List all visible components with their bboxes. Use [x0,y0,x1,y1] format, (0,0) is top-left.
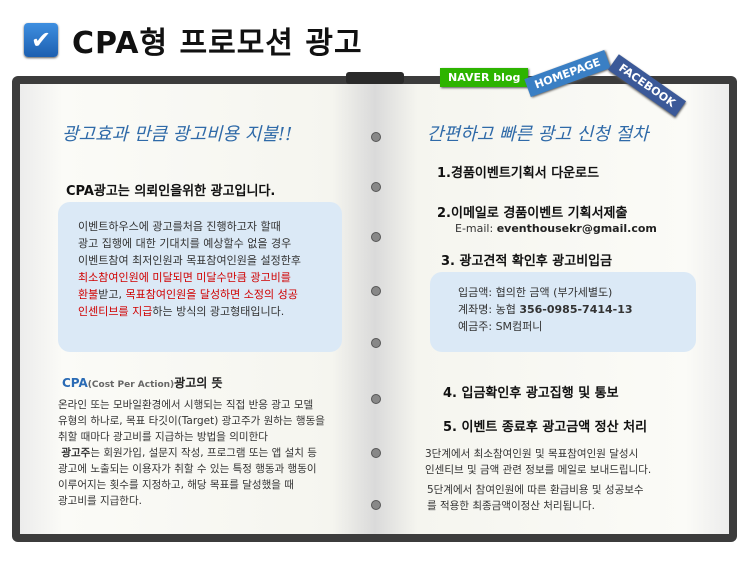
book: 광고효과 만큼 광고비용 지불!! CPA광고는 의뢰인을위한 광고입니다. 이… [12,72,737,542]
binder-ring [371,500,381,510]
right-script-title: 간편하고 빠른 광고 신청 절차 [427,124,649,145]
step-2: 2.이메일로 경품이벤트 기획서제출 [437,206,628,221]
step-3: 3. 광고견적 확인후 광고비입금 [441,254,613,269]
step-1: 1.경품이벤트기획서 다운로드 [437,166,600,181]
binder-ring [371,338,381,348]
binder-ring [371,182,381,192]
checkbox-icon: ✔ [24,23,58,57]
email-link[interactable]: eventhousekr@gmail.com [496,222,657,235]
bank-bubble: 입금액: 협의한 금액 (부가세별도) 계좌명: 농협 356-0985-741… [430,272,696,352]
book-clip [346,72,404,84]
page-title: CPA형 프로모션 광고 [72,26,363,61]
binder-ring [371,132,381,142]
meaning-heading: CPA(Cost Per Action)광고의 뜻 [62,376,223,390]
left-script-title: 광고효과 만큼 광고비용 지불!! [62,124,293,145]
header: ✔ CPA형 프로모션 광고 [24,20,363,61]
info-bubble: 이벤트하우스에 광고를처음 진행하고자 할때 광고 집행에 대한 기대치를 예상… [58,202,342,352]
binder-ring [371,448,381,458]
right-page: 간편하고 빠른 광고 신청 절차 1.경품이벤트기획서 다운로드 2.이메일로 … [375,84,729,534]
binder-ring [371,394,381,404]
bubble-text: 이벤트하우스에 광고를처음 진행하고자 할때 광고 집행에 대한 기대치를 예상… [78,220,302,318]
bank-info: 입금액: 협의한 금액 (부가세별도) 계좌명: 농협 356-0985-741… [458,286,633,333]
naver-blog-tag[interactable]: NAVER blog [440,68,529,87]
step-5: 5. 이벤트 종료후 광고금액 정산 처리 [443,420,648,435]
intro-heading: CPA광고는 의뢰인을위한 광고입니다. [66,184,276,199]
note-2: 5단계에서 참여인원에 따른 환급비용 및 성공보수 를 적용한 최종금액이정산… [427,484,644,512]
email-line: E-mail: eventhousekr@gmail.com [455,222,657,235]
note-1: 3단계에서 최소참여인원 및 목표참여인원 달성시 인센티브 및 금액 관련 정… [425,448,652,476]
meaning-text: 온라인 또는 모바일환경에서 시행되는 직접 반응 광고 모델 유형의 하나로,… [58,399,325,507]
left-page: 광고효과 만큼 광고비용 지불!! CPA광고는 의뢰인을위한 광고입니다. 이… [20,84,375,534]
binder-ring [371,232,381,242]
binder-ring [371,286,381,296]
step-4: 4. 입금확인후 광고집행 및 통보 [443,386,619,401]
